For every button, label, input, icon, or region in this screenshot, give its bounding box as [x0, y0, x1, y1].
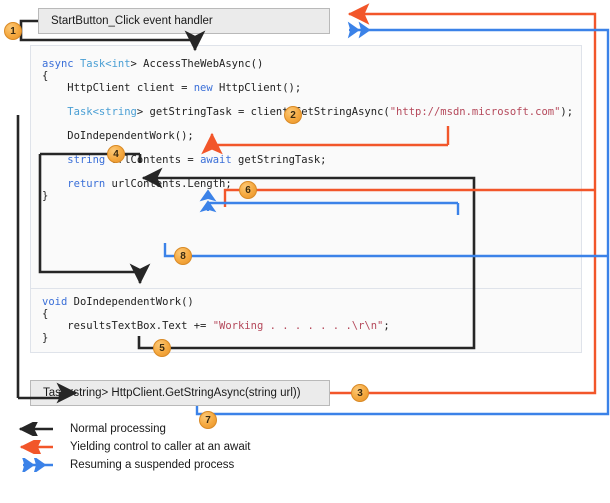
code-token: < [92, 106, 99, 118]
code-token: HttpClient client = [42, 82, 194, 94]
code-line: Task<string> getStringTask = client.GetS… [42, 106, 573, 118]
code-token: string [98, 106, 137, 118]
caller-box: StartButton_Click event handler [38, 8, 330, 34]
marker-2: 2 [284, 106, 302, 124]
marker-1: 1 [4, 22, 22, 40]
code-token [42, 106, 67, 118]
code-token: DoIndependentWork(); [42, 130, 194, 142]
legend: Normal processing Yielding control to ca… [8, 420, 250, 474]
legend-arrow-yield-icon [19, 440, 53, 454]
marker-4: 4 [107, 145, 125, 163]
code-token: await [200, 154, 232, 166]
marker-7-label: 7 [205, 414, 211, 426]
marker-4-label: 4 [113, 148, 119, 160]
code-token: DoIndependentWork() [67, 296, 194, 308]
code-token: void [42, 296, 68, 308]
code-token: ); [560, 106, 574, 118]
marker-6: 6 [239, 181, 257, 199]
caller-box-label: StartButton_Click event handler [51, 15, 213, 27]
code-line: resultsTextBox.Text += "Working . . . . … [42, 320, 390, 332]
marker-8-label: 8 [180, 250, 186, 262]
code-main-text: async Task<int> AccessTheWebAsync(){ Htt… [42, 58, 573, 202]
legend-label-normal: Normal processing [70, 423, 166, 435]
marker-1-label: 1 [10, 25, 16, 37]
marker-5: 5 [153, 339, 171, 357]
code-token [42, 178, 67, 190]
code-line [42, 166, 573, 178]
legend-row-yield: Yielding control to caller at an await [8, 438, 250, 456]
code-line: { [42, 308, 390, 320]
code-line [42, 94, 573, 106]
code-token: resultsTextBox.Text += [42, 320, 213, 332]
code-token: > AccessTheWebAsync() [130, 58, 264, 70]
code-token: < [105, 58, 112, 70]
code-token: Task [79, 58, 106, 70]
code-line [42, 118, 573, 130]
marker-5-label: 5 [159, 342, 165, 354]
legend-arrow-normal-icon [18, 422, 53, 436]
code-line: async Task<int> AccessTheWebAsync() [42, 58, 573, 70]
marker-6-label: 6 [245, 184, 251, 196]
code-token: HttpClient(); [212, 82, 302, 94]
code-worker-text: void DoIndependentWork(){ resultsTextBox… [42, 296, 390, 344]
code-token [42, 154, 67, 166]
code-token: } [42, 332, 49, 344]
legend-row-resume: Resuming a suspended process [8, 456, 250, 474]
code-line: } [42, 332, 390, 344]
code-line: DoIndependentWork(); [42, 130, 573, 142]
code-token: } [42, 190, 49, 202]
callee-box-label: Task<string> HttpClient.GetStringAsync(s… [43, 387, 301, 399]
code-token: { [42, 70, 49, 82]
code-line: { [42, 70, 573, 82]
legend-row-normal: Normal processing [8, 420, 250, 438]
code-line: void DoIndependentWork() [42, 296, 390, 308]
code-token: "Working . . . . . . .\r\n" [212, 320, 384, 332]
marker-8: 8 [174, 247, 192, 265]
code-token: ; [383, 320, 390, 332]
code-token: new [193, 82, 213, 94]
code-token: string [67, 154, 106, 166]
code-line: return urlContents.Length; [42, 178, 573, 190]
code-token: getStringTask; [231, 154, 327, 166]
code-line: } [42, 190, 573, 202]
callee-box: Task<string> HttpClient.GetStringAsync(s… [30, 380, 330, 406]
code-token: > getStringTask = client.GetStringAsync( [136, 106, 390, 118]
marker-2-label: 2 [290, 109, 296, 121]
code-token: urlContents.Length; [105, 178, 232, 190]
legend-label-resume: Resuming a suspended process [70, 459, 235, 471]
marker-3: 3 [351, 384, 369, 402]
code-token: Task [67, 106, 93, 118]
legend-label-yield: Yielding control to caller at an await [70, 441, 251, 453]
code-token: { [42, 308, 49, 320]
code-token: async [42, 58, 80, 70]
code-token: int [111, 58, 131, 70]
marker-3-label: 3 [357, 387, 363, 399]
code-line: HttpClient client = new HttpClient(); [42, 82, 573, 94]
code-token: return [67, 178, 106, 190]
legend-arrow-resume-icon [21, 458, 53, 472]
code-token: "http://msdn.microsoft.com" [389, 106, 561, 118]
